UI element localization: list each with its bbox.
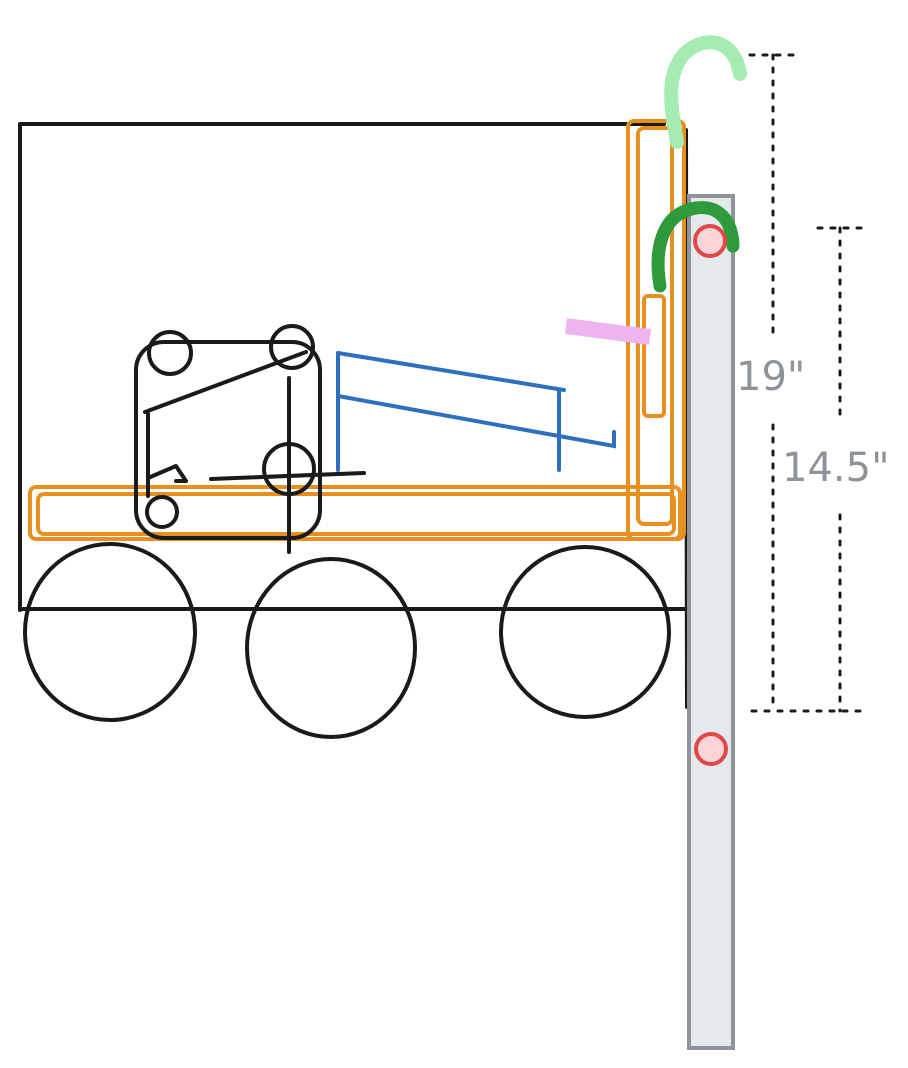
dimension-label-19: 19" <box>736 354 806 400</box>
red-pins <box>693 224 728 766</box>
mechanism-frame <box>134 340 322 540</box>
blue-rails <box>336 351 616 472</box>
orange-slot <box>642 294 666 418</box>
mechanism-pulley-top-right <box>269 324 315 370</box>
dark-green-hook <box>651 201 740 293</box>
mechanism-arrow-icon <box>146 464 188 483</box>
wheel-right <box>499 545 671 719</box>
truck-body-outline <box>18 122 690 709</box>
mechanism-pulley-bottom <box>145 495 179 529</box>
light-green-hook <box>664 35 747 149</box>
mechanism-axle-horizontal <box>209 471 366 481</box>
orange-frame-bar <box>28 485 682 541</box>
red-pin-lower <box>694 732 728 766</box>
red-pin-upper <box>693 224 727 258</box>
orange-frame-column <box>626 119 686 541</box>
gray-post <box>687 194 735 1050</box>
pink-tab <box>564 318 652 345</box>
dimension-lines <box>748 53 864 713</box>
dimension-label-14-5: 14.5" <box>782 445 890 491</box>
mechanism-lever <box>143 350 308 498</box>
wheels <box>23 542 671 739</box>
hitch-mechanism <box>134 324 366 554</box>
wheel-middle <box>245 557 417 739</box>
mechanism-pulley-top-left <box>147 330 193 376</box>
wheel-left <box>23 542 197 722</box>
